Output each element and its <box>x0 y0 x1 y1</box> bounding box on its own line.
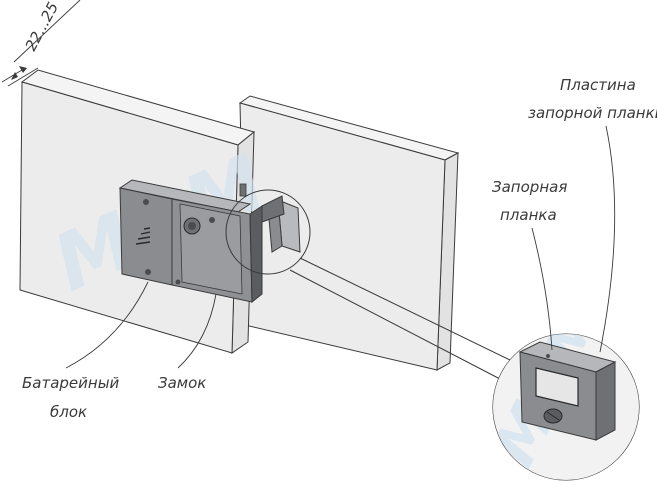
detail-view: MDM <box>492 333 640 481</box>
label-lock: Замок <box>158 293 217 392</box>
label-battery-unit: Батарейный блок <box>22 281 149 421</box>
label-battery-line2: блок <box>50 403 87 421</box>
label-battery-line1: Батарейный <box>22 374 120 392</box>
zoom-connector-lower <box>289 269 503 381</box>
label-strike-line2: планка <box>500 206 557 224</box>
label-lock-text: Замок <box>158 374 206 392</box>
zoom-connector-upper <box>299 257 511 361</box>
label-strike-line1: Запорная <box>492 178 567 196</box>
label-strike-plate: Запорная планка <box>492 178 567 351</box>
battery-arrow-icon <box>135 227 151 245</box>
label-strike-plate-plate: Пластина запорной планки <box>528 76 657 353</box>
label-plate-line2: запорной планки <box>528 104 657 122</box>
dimension-label: 22...25 <box>22 0 63 54</box>
label-plate-line1: Пластина <box>560 76 636 94</box>
zoom-source-circle <box>225 189 311 275</box>
